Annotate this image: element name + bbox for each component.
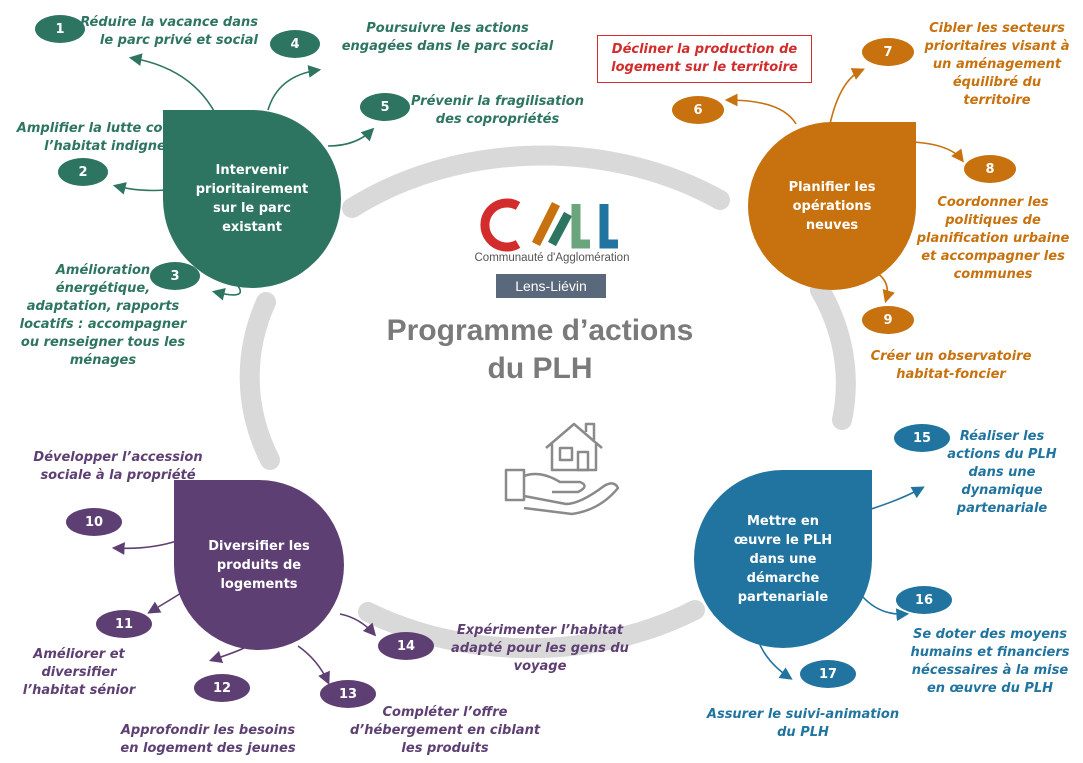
action-6-number: 6 xyxy=(672,96,724,124)
action-7-number: 7 xyxy=(862,38,914,66)
background-ring xyxy=(239,145,856,659)
axis-blue-bubble: Mettre en œuvre le PLH dans une démarche… xyxy=(694,470,872,648)
action-5-text: Prévenir la fragilisation des copropriét… xyxy=(411,94,584,127)
ring-arc-top xyxy=(342,145,730,218)
ring-arc-right xyxy=(810,280,856,430)
arrow-to-3 xyxy=(211,285,242,301)
action-1-text: Réduire la vacance dans le parc privé et… xyxy=(80,15,258,48)
house-in-hand-icon xyxy=(504,422,620,516)
call-logo-mark xyxy=(480,198,618,252)
action-7-text: Cibler les secteurs prioritaires visant … xyxy=(924,21,1070,108)
arrow-to-5 xyxy=(327,127,375,147)
arrow-to-12 xyxy=(208,647,245,664)
action-4-text: Poursuivre les actions engagées dans le … xyxy=(341,21,554,54)
action-2-text: Amplifier la lutte contre l’habitat indi… xyxy=(16,121,194,154)
action-8-number: 8 xyxy=(964,155,1016,183)
action-13-text: Compléter l’offre d’hébergement en cibla… xyxy=(349,705,541,756)
arrow-to-14 xyxy=(339,613,377,637)
page-title: Programme d’actions du PLH xyxy=(386,314,694,385)
action-9-text: Créer un observatoire habitat-foncier xyxy=(870,349,1032,382)
action-13-number: 13 xyxy=(320,680,376,708)
action-4-number: 4 xyxy=(270,30,320,58)
action-17-text: Assurer le suivi-animation du PLH xyxy=(706,707,900,740)
action-2-number: 2 xyxy=(58,158,108,186)
action-17-number: 17 xyxy=(800,660,856,688)
action-11-text: Améliorer et diversifier l’habitat sénio… xyxy=(22,647,136,698)
ring-arc-bottom xyxy=(358,600,705,659)
action-16-text: Se doter des moyens humains et financier… xyxy=(910,627,1070,696)
axis-orange-label: Planifier les opérations neuves xyxy=(788,179,876,233)
arrow-to-2 xyxy=(112,182,166,195)
action-3-text: Amélioration énergétique, adaptation, ra… xyxy=(19,263,187,368)
axis-green-label: Intervenir prioritairement sur le parc e… xyxy=(195,163,309,235)
arrow-to-7 xyxy=(829,68,865,125)
action-1-number: 1 xyxy=(35,15,85,43)
logo-city-badge: Lens-Liévin xyxy=(496,274,606,298)
arrow-to-15 xyxy=(867,486,925,511)
axis-blue-label: Mettre en œuvre le PLH dans une démarche… xyxy=(733,513,833,605)
action-3-number: 3 xyxy=(150,262,200,290)
arrow-to-13 xyxy=(297,645,330,685)
action-6-highlight-box xyxy=(597,35,812,83)
axis-purple-bubble: Diversifier les produits de logements xyxy=(174,480,344,650)
action-12-number: 12 xyxy=(194,674,250,702)
action-16-number: 16 xyxy=(896,586,952,614)
ring-arc-left xyxy=(239,292,280,470)
logo-subtitle: Communauté d'Agglomération xyxy=(474,252,630,264)
action-9-number: 9 xyxy=(862,306,914,334)
action-15-number: 15 xyxy=(894,424,950,452)
action-11-number: 11 xyxy=(96,610,152,638)
axis-orange-bubble: Planifier les opérations neuves xyxy=(748,122,916,290)
action-12-text: Approfondir les besoins en logement des … xyxy=(120,723,296,756)
action-8-text: Coordonner les politiques de planificati… xyxy=(916,195,1070,282)
action-15-text: Réaliser les actions du PLH dans une dyn… xyxy=(947,429,1057,516)
action-14-text: Expérimenter l’habitat adapté pour les g… xyxy=(451,623,629,674)
arrow-to-16 xyxy=(861,595,910,622)
arrow-to-8 xyxy=(911,141,964,163)
axis-purple-label: Diversifier les produits de logements xyxy=(208,538,310,592)
arrow-to-10 xyxy=(111,539,181,555)
arrow-to-6 xyxy=(724,93,797,125)
action-10-number: 10 xyxy=(66,508,122,536)
action-5-number: 5 xyxy=(360,93,410,121)
action-10-text: Développer l’accession sociale à la prop… xyxy=(33,450,203,483)
action-6-text: Décliner la production de logement sur l… xyxy=(611,42,798,75)
axis-green-bubble: Intervenir prioritairement sur le parc e… xyxy=(163,110,341,288)
arrow-to-4 xyxy=(267,65,322,111)
action-14-number: 14 xyxy=(378,632,434,660)
